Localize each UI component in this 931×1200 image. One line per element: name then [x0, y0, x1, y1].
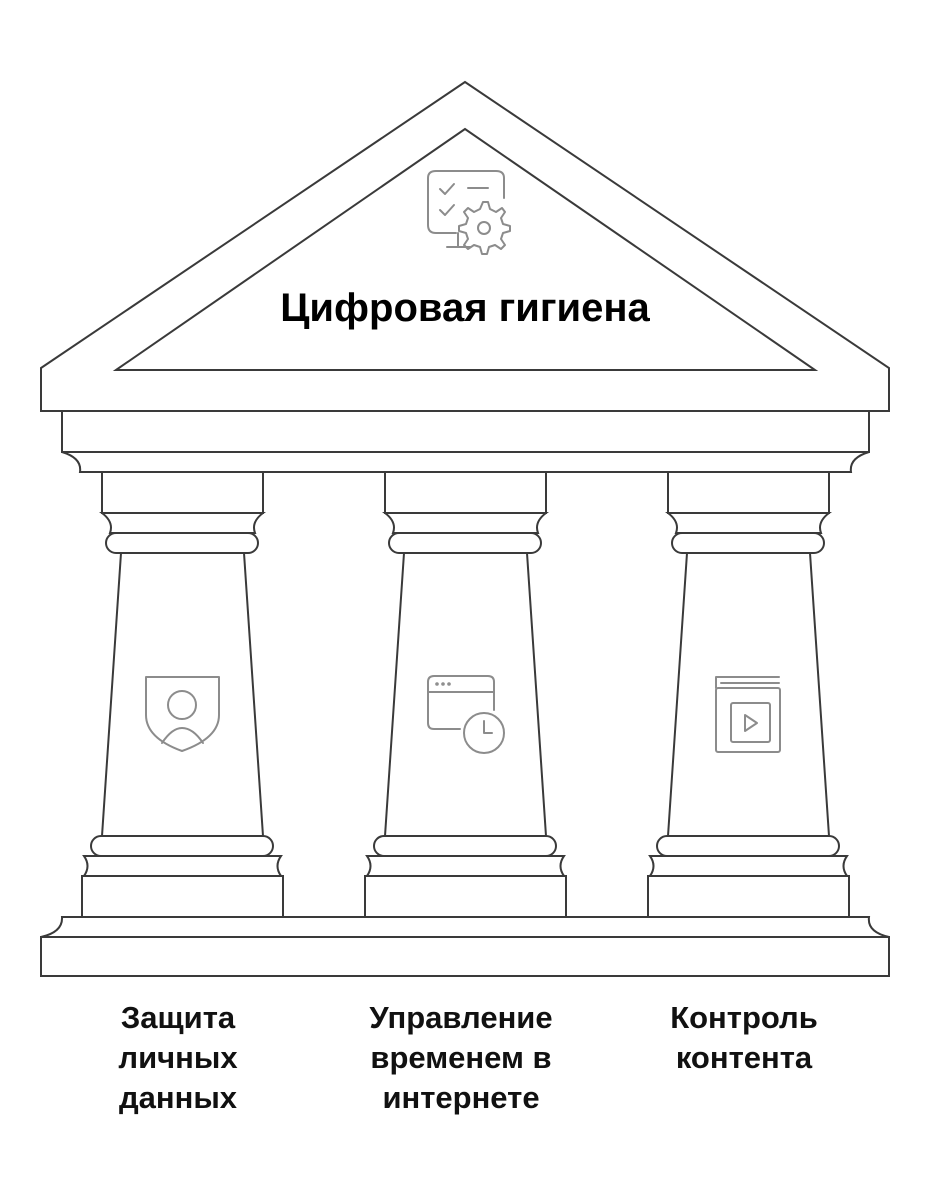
pillar-label-3: Контроль контента — [670, 1000, 818, 1075]
checklist-gear-monitor-icon — [427, 170, 511, 255]
temple-base — [40, 916, 890, 977]
video-content-icon — [715, 676, 781, 753]
shield-user-icon — [145, 676, 220, 752]
pillar-1 — [81, 471, 284, 918]
entablature — [61, 410, 870, 473]
pillar-label-2: Управление временем в интернете — [369, 1000, 553, 1115]
browser-clock-icon — [427, 675, 505, 754]
diagram-title: Цифровая гигиена — [280, 286, 650, 330]
pillar-label-1: Защита личных данных — [118, 1000, 238, 1115]
pillar-3 — [647, 471, 850, 918]
pillar-2 — [364, 471, 567, 918]
